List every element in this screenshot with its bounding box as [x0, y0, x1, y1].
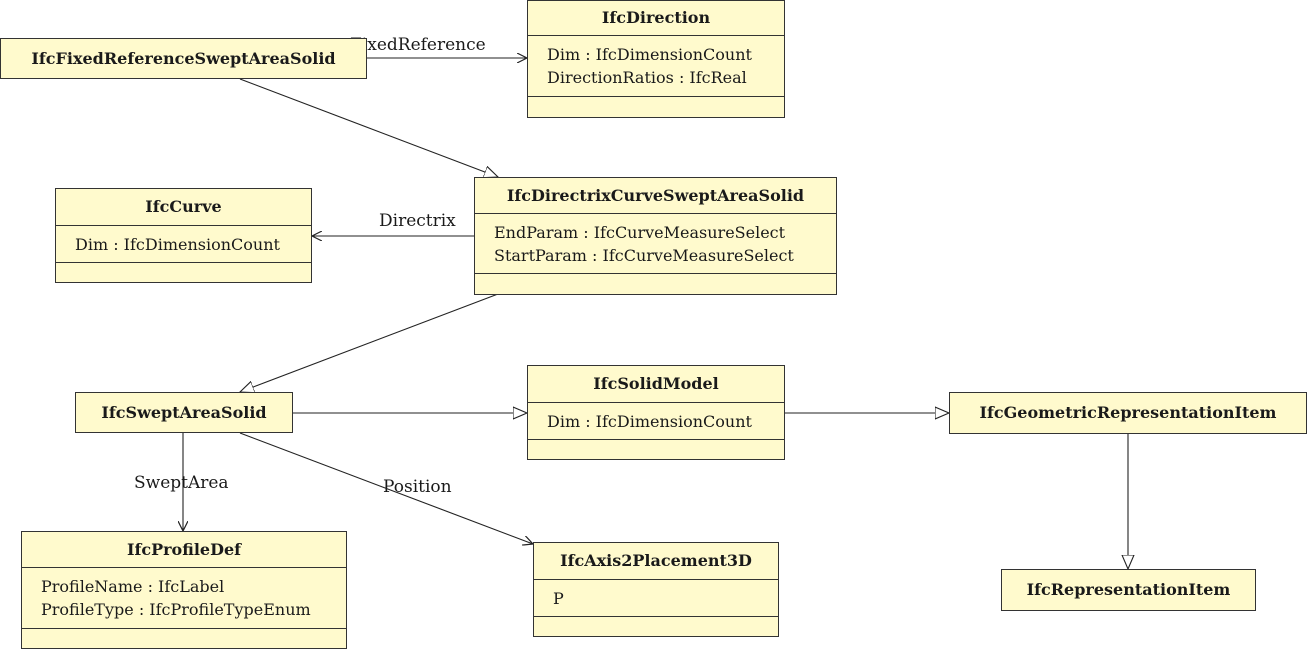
class-attributes: Dim : IfcDimensionCount	[56, 225, 311, 256]
class-name: IfcSweptAreaSolid	[101, 403, 267, 422]
class-name: IfcRepresentationItem	[1026, 580, 1231, 599]
class-ifcgeometricrepresentationitem: IfcGeometricRepresentationItem	[949, 392, 1307, 434]
class-operations	[475, 273, 836, 294]
class-name: IfcFixedReferenceSweptAreaSolid	[31, 49, 336, 68]
edge-label-sweptarea: SweptArea	[134, 473, 229, 493]
class-name: IfcSolidModel	[593, 374, 719, 393]
class-ifccurve: IfcCurve Dim : IfcDimensionCount	[55, 188, 312, 283]
class-attributes: ProfileName : IfcLabel ProfileType : Ifc…	[22, 567, 346, 621]
class-attributes: Dim : IfcDimensionCount DirectionRatios …	[528, 35, 784, 89]
class-attribute: P	[553, 589, 564, 608]
class-attribute: ProfileType : IfcProfileTypeEnum	[41, 600, 311, 619]
class-operations	[528, 96, 784, 117]
class-ifcsolidmodel: IfcSolidModel Dim : IfcDimensionCount	[527, 365, 785, 460]
class-ifcrepresentationitem: IfcRepresentationItem	[1001, 569, 1256, 611]
edge-label-directrix: Directrix	[379, 211, 456, 231]
class-name: IfcAxis2Placement3D	[560, 551, 752, 570]
edge-directrix-generalization	[240, 293, 499, 392]
class-ifcprofiledef: IfcProfileDef ProfileName : IfcLabel Pro…	[21, 531, 347, 649]
class-attribute: StartParam : IfcCurveMeasureSelect	[494, 246, 794, 265]
class-attribute: ProfileName : IfcLabel	[41, 577, 225, 596]
class-ifcaxis2placement3d: IfcAxis2Placement3D P	[533, 542, 779, 637]
class-ifcdirectrixcurvesweptareasolid: IfcDirectrixCurveSweptAreaSolid EndParam…	[474, 177, 837, 295]
edge-label-fixedreference: FixedReference	[350, 35, 486, 55]
class-name: IfcProfileDef	[126, 540, 242, 559]
class-name: IfcDirectrixCurveSweptAreaSolid	[506, 186, 805, 205]
class-attribute: Dim : IfcDimensionCount	[547, 45, 752, 64]
class-operations	[22, 628, 346, 648]
class-ifcfixedreferencesweptareasolid: IfcFixedReferenceSweptAreaSolid	[0, 38, 367, 79]
class-name: IfcDirection	[601, 8, 711, 27]
class-operations	[56, 262, 311, 282]
class-attributes: Dim : IfcDimensionCount	[528, 402, 784, 433]
class-ifcdirection: IfcDirection Dim : IfcDimensionCount Dir…	[527, 0, 785, 118]
class-ifcsweptareasolid: IfcSweptAreaSolid	[75, 392, 293, 433]
class-name: IfcCurve	[145, 197, 222, 216]
class-operations	[528, 439, 784, 459]
class-attributes: P	[534, 579, 778, 610]
class-attributes: EndParam : IfcCurveMeasureSelect StartPa…	[475, 213, 836, 267]
class-attribute: Dim : IfcDimensionCount	[75, 235, 280, 254]
edge-label-position: Position	[383, 477, 452, 497]
edge-position	[239, 432, 533, 544]
class-name: IfcGeometricRepresentationItem	[979, 403, 1277, 422]
class-attribute: EndParam : IfcCurveMeasureSelect	[494, 223, 786, 242]
class-operations	[534, 616, 778, 636]
class-attribute: Dim : IfcDimensionCount	[547, 412, 752, 431]
class-attribute: DirectionRatios : IfcReal	[547, 68, 747, 87]
edge-fixedref-generalization	[239, 78, 498, 177]
